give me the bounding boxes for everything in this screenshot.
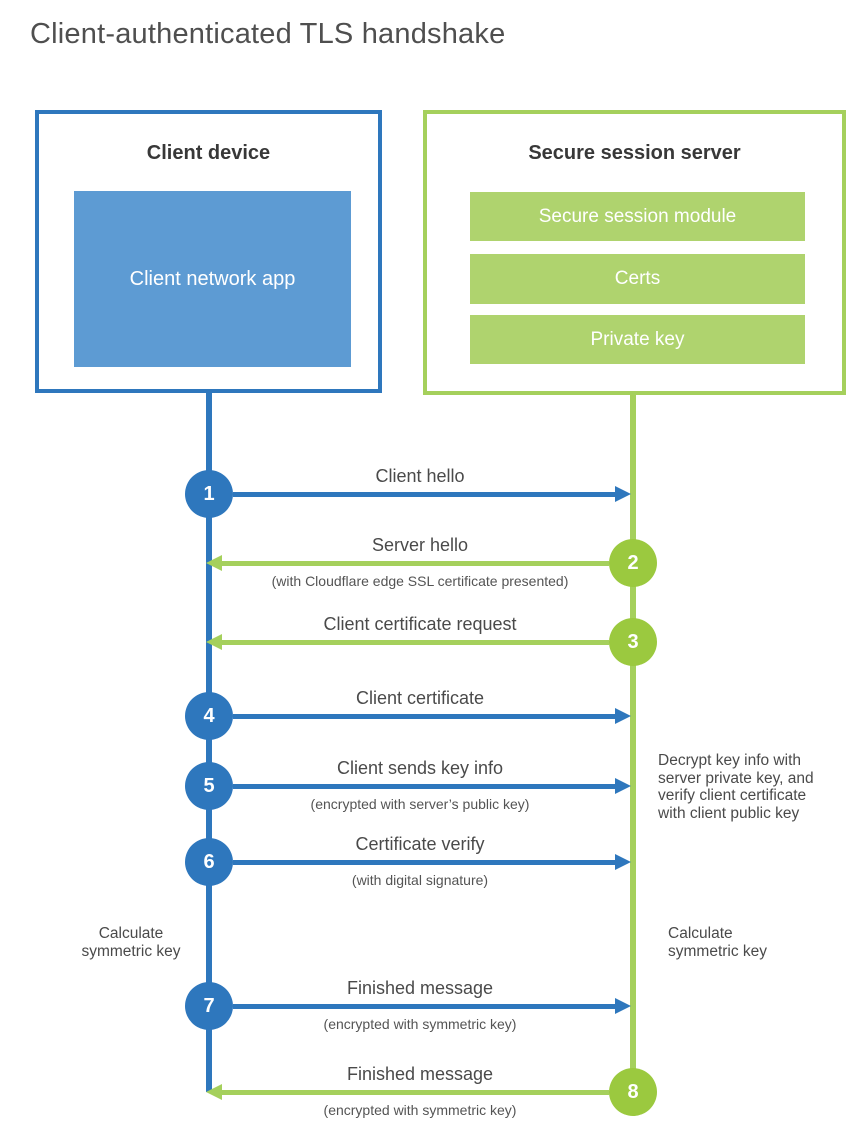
server-lifeline [630, 395, 636, 1095]
step-7-label: Finished message [346, 978, 494, 998]
step-7-arrow-line [233, 1004, 616, 1009]
step-3-number: 3 [627, 630, 639, 653]
step-5-label: Client sends key info [336, 758, 504, 778]
step-8-number: 8 [627, 1080, 639, 1103]
step-4-number: 4 [203, 704, 215, 727]
step-2-circle: 2 [609, 539, 657, 587]
server-certs-bar: Certs [470, 254, 805, 304]
step-5-number: 5 [203, 774, 215, 797]
step-2-arrowhead-icon [206, 555, 222, 571]
step-5-sublabel: (encrypted with server’s public key) [310, 796, 530, 812]
step-7-arrowhead-icon [615, 998, 631, 1014]
client-device-box: Client device Client network app [35, 110, 382, 393]
server-module-bar: Secure session module [470, 192, 805, 241]
step-1-label: Client hello [375, 466, 465, 486]
step-6-sublabel: (with digital signature) [351, 872, 489, 888]
step-2-sublabel: (with Cloudflare edge SSL certificate pr… [271, 573, 569, 589]
step-4-circle: 4 [185, 692, 233, 740]
server-decrypt-note: Decrypt key info with server private key… [658, 752, 814, 822]
secure-session-server-box: Secure session server Secure session mod… [423, 110, 846, 395]
client-network-app-label: Client network app [129, 268, 296, 290]
step-3-arrow-line [222, 640, 609, 645]
step-2-arrow-line [222, 561, 609, 566]
step-4-arrow-line [233, 714, 616, 719]
step-4-arrowhead-icon [615, 708, 631, 724]
step-6-arrowhead-icon [615, 854, 631, 870]
step-3-circle: 3 [609, 618, 657, 666]
client-network-app-box: Client network app [74, 191, 351, 367]
secure-session-server-title: Secure session server [528, 142, 741, 164]
step-7-sublabel: (encrypted with symmetric key) [323, 1016, 517, 1032]
step-2-label: Server hello [371, 535, 469, 555]
server-certs-label: Certs [614, 268, 661, 289]
page-title: Client-authenticated TLS handshake [30, 18, 506, 50]
server-calculate-note: Calculate symmetric key [668, 925, 768, 960]
step-1-arrowhead-icon [615, 486, 631, 502]
server-private-key-bar: Private key [470, 315, 805, 364]
step-8-circle: 8 [609, 1068, 657, 1116]
step-8-arrow-line [222, 1090, 609, 1095]
step-7-circle: 7 [185, 982, 233, 1030]
server-private-key-label: Private key [590, 328, 685, 350]
step-7-number: 7 [203, 994, 215, 1017]
server-module-label: Secure session module [538, 205, 737, 227]
step-2-number: 2 [627, 551, 639, 574]
step-6-arrow-line [233, 860, 616, 865]
client-calculate-note: Calculate symmetric key [81, 925, 181, 960]
step-8-arrowhead-icon [206, 1084, 222, 1100]
step-6-number: 6 [203, 850, 215, 873]
step-4-label: Client certificate [355, 688, 485, 708]
step-1-circle: 1 [185, 470, 233, 518]
step-5-circle: 5 [185, 762, 233, 810]
step-3-arrowhead-icon [206, 634, 222, 650]
step-5-arrow-line [233, 784, 616, 789]
step-1-number: 1 [203, 482, 215, 505]
step-6-label: Certificate verify [355, 834, 485, 854]
step-8-sublabel: (encrypted with symmetric key) [323, 1102, 517, 1118]
client-device-title: Client device [146, 142, 271, 164]
step-6-circle: 6 [185, 838, 233, 886]
client-lifeline [206, 393, 212, 1092]
step-3-label: Client certificate request [323, 614, 517, 634]
step-8-label: Finished message [346, 1064, 494, 1084]
step-1-arrow-line [233, 492, 616, 497]
step-5-arrowhead-icon [615, 778, 631, 794]
